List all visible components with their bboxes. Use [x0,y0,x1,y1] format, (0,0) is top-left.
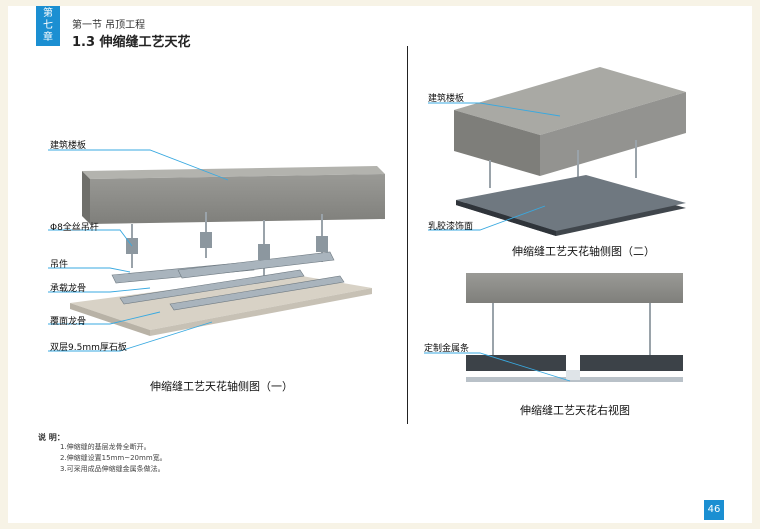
fig2-board-face [456,200,556,236]
fig2-label-slab: 建筑楼板 [428,94,465,104]
fig3-caption: 伸缩缝工艺天花右视图 [520,404,630,417]
fig2-slab-left [454,110,540,176]
fig3-block-right [580,355,683,371]
fig2-label-finish: 乳胶漆饰面 [428,222,474,232]
fig1-label-main-keel: 承载龙骨 [50,284,87,294]
chapter-char-3: 章 [43,32,53,43]
figure2-drawing [454,67,686,236]
note-item-3: 3.可采用成品伸缩缝金属条做法。 [60,465,165,473]
fig3-slab [466,273,683,303]
callout-lines [48,102,571,382]
fig1-keels [111,251,345,311]
page-number: 46 [704,500,724,520]
fig1-label-board: 双层9.5mm厚石板 [50,343,127,353]
chapter-char-1: 第 [43,8,53,19]
note-item-2: 2.伸缩缝设置15mm~20mm宽。 [60,454,167,462]
fig3-label-strip: 定制金属条 [424,344,470,354]
fig1-label-slab: 建筑楼板 [50,141,87,151]
fig1-caption: 伸缩缝工艺天花轴侧图（一） [150,380,293,393]
chapter-badge: 第 七 章 [36,6,60,46]
figure1-drawing [70,166,385,336]
figure3-drawing [466,273,683,382]
fig2-slab-right [540,92,686,176]
fig1-slab-front [82,171,90,224]
page-heading: 1.3 伸缩缝工艺天花 [72,35,191,50]
section-title: 第一节 吊顶工程 [72,20,146,31]
notes-title: 说 明： [38,433,65,442]
fig2-caption: 伸缩缝工艺天花轴侧图（二） [512,245,655,258]
vertical-divider [407,46,408,424]
fig1-slab-top [82,166,385,179]
fig2-board-top [456,175,686,231]
fig1-board-edge [70,303,150,336]
note-item-1: 1.伸缩缝的基层龙骨全断开。 [60,443,151,451]
notes-block: 说 明： 1.伸缩缝的基层龙骨全断开。 2.伸缩缝设置15mm~20mm宽。 3… [38,432,167,473]
fig3-block-left [466,355,566,371]
fig1-label-hanger: 吊件 [50,260,69,270]
fig1-label-rod: Φ8全丝吊杆 [50,223,99,233]
fig1-slab-face [90,174,385,224]
fig3-metal-strip [566,370,580,380]
chapter-char-2: 七 [43,20,53,31]
fig2-slab-top [454,67,686,135]
fig1-label-cover-keel: 覆面龙骨 [50,317,87,327]
fig3-rods [492,303,651,355]
